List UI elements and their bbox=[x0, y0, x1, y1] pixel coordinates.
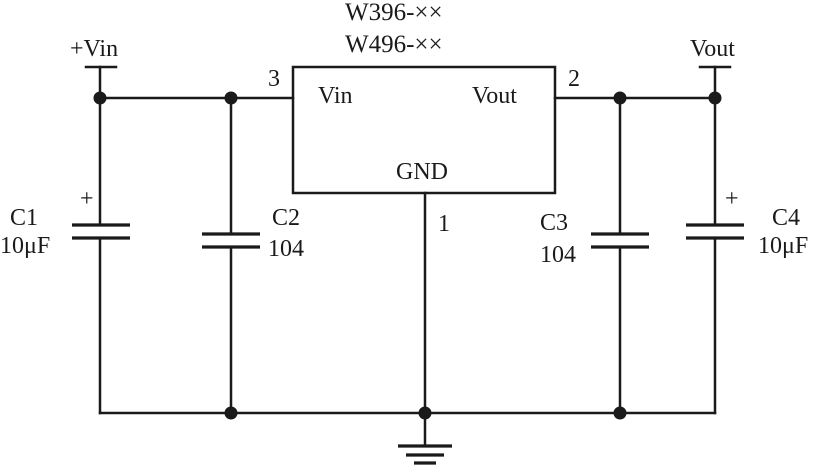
c3-value: 104 bbox=[540, 242, 576, 268]
pin-vin-label: Vin bbox=[318, 83, 353, 109]
junction-dot bbox=[708, 91, 722, 105]
part-number-line-1: W396-×× bbox=[345, 0, 443, 26]
c2-value: 104 bbox=[268, 236, 304, 262]
junction-dot bbox=[613, 91, 627, 105]
part-number-line-2: W496-×× bbox=[345, 31, 443, 58]
c1-polarity-plus: + bbox=[80, 186, 94, 212]
c4-polarity-plus: + bbox=[725, 186, 739, 212]
capacitor-c2 bbox=[202, 96, 260, 415]
pin-gnd-label: GND bbox=[396, 159, 448, 185]
c1-name: C1 bbox=[10, 205, 38, 231]
junction-dot bbox=[613, 406, 627, 420]
ground-symbol-icon bbox=[398, 444, 452, 465]
c3-name: C3 bbox=[540, 210, 568, 236]
capacitor-c1 bbox=[72, 96, 130, 415]
pin-number-3: 3 bbox=[268, 66, 280, 92]
c4-value: 10μF bbox=[758, 233, 808, 259]
input-terminal-label: +Vin bbox=[70, 36, 118, 62]
output-terminal-label: Vout bbox=[690, 36, 735, 62]
c1-value: 10μF bbox=[0, 233, 50, 259]
junction-dot bbox=[93, 91, 107, 105]
pin-vout-label: Vout bbox=[472, 83, 517, 109]
junction-dot bbox=[418, 406, 432, 420]
capacitor-c3 bbox=[591, 96, 649, 415]
junction-dot bbox=[224, 406, 238, 420]
pin-number-2: 2 bbox=[568, 66, 580, 92]
capacitor-c4 bbox=[686, 96, 744, 415]
c2-name: C2 bbox=[272, 205, 300, 231]
c4-name: C4 bbox=[772, 205, 800, 231]
pin-number-1: 1 bbox=[438, 211, 450, 237]
junction-dot bbox=[224, 91, 238, 105]
